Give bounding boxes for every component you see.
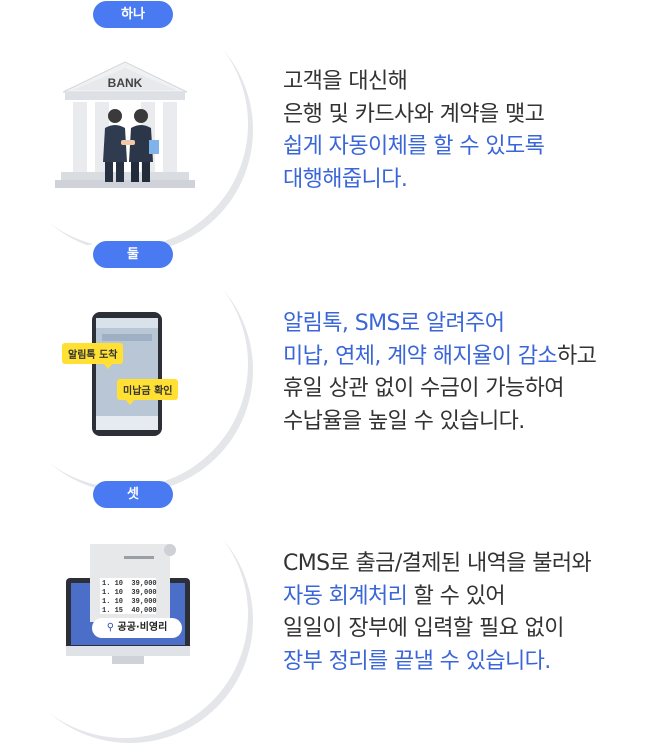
step-description: 알림톡, SMS로 알려주어 미납, 연체, 계약 해지율이 감소하고 휴일 상… bbox=[283, 308, 597, 438]
step-badge: 하나 bbox=[93, 1, 173, 28]
phone-illustration bbox=[92, 312, 162, 436]
desc-text: 하고 bbox=[557, 343, 597, 369]
step-description: CMS로 출금/결제된 내역을 불러와 자동 회계처리 할 수 있어 일일이 장… bbox=[283, 548, 592, 678]
step-circle bbox=[0, 0, 248, 248]
receipt-row: 1. 10 39,000 bbox=[102, 598, 157, 606]
receipt-row: 1. 10 39,000 bbox=[102, 589, 157, 597]
step-one: 하나 BANK 고객을 대신해 은행 및 카드사와 계약을 맺고 쉽게 자동이체… bbox=[0, 0, 658, 248]
brand-text: 공공·비영리 bbox=[117, 622, 168, 633]
step-description: 고객을 대신해 은행 및 카드사와 계약을 맺고 쉽게 자동이체를 할 수 있도… bbox=[283, 66, 545, 196]
desc-text: 일일이 장부에 입력할 필요 없이 bbox=[283, 616, 565, 641]
desc-highlight-text: 쉽게 자동이체를 할 수 있도록 bbox=[283, 134, 545, 159]
desc-text: 은행 및 카드사와 계약을 맺고 bbox=[283, 101, 545, 127]
desc-highlight-text: 장부 정리를 끝낼 수 있습니다. bbox=[283, 648, 551, 674]
desc-text: 할 수 있어 bbox=[407, 583, 506, 609]
magnifier-icon: ⚲ bbox=[106, 622, 115, 633]
desc-highlight-text: 미납, 연체, 계약 해지율이 감소 bbox=[283, 343, 558, 369]
receipt-row: 1. 10 39,000 bbox=[102, 580, 157, 588]
unpaid-check-bubble: 미납금 확인 bbox=[117, 379, 179, 405]
receipt-rows: 1. 10 39,000 1. 10 39,000 1. 10 39,000 1… bbox=[102, 580, 157, 616]
step-three: 셋 1. 10 39,000 1. 10 39,000 1. 10 39,000… bbox=[0, 480, 658, 747]
receipt-row: 1. 15 40,000 bbox=[102, 607, 157, 615]
step-badge: 셋 bbox=[93, 481, 173, 508]
desc-highlight-text: 알림톡, SMS로 알려주어 bbox=[283, 311, 505, 336]
desc-text: CMS로 출금/결제된 내역을 불러와 bbox=[283, 551, 592, 576]
desc-highlight-text: 자동 회계처리 bbox=[283, 583, 408, 609]
desc-text: 고객을 대신해 bbox=[283, 69, 408, 94]
desc-text: 휴일 상관 없이 수금이 가능하여 bbox=[283, 376, 565, 401]
desc-text: 수납율을 높일 수 있습니다. bbox=[283, 408, 525, 434]
notification-bubble: 알림톡 도착 bbox=[62, 343, 124, 369]
step-badge: 둘 bbox=[93, 241, 173, 268]
desc-highlight-text: 대행해줍니다. bbox=[283, 166, 408, 192]
brand-label: ⚲ 공공·비영리 bbox=[92, 618, 182, 638]
bank-handshake-illustration: BANK bbox=[55, 61, 195, 188]
bank-sign-text: BANK bbox=[108, 76, 143, 90]
step-two: 둘 알림톡 도착 미납금 확인 알림톡, SMS로 알려주어 미납, 연체, 계… bbox=[0, 240, 658, 488]
